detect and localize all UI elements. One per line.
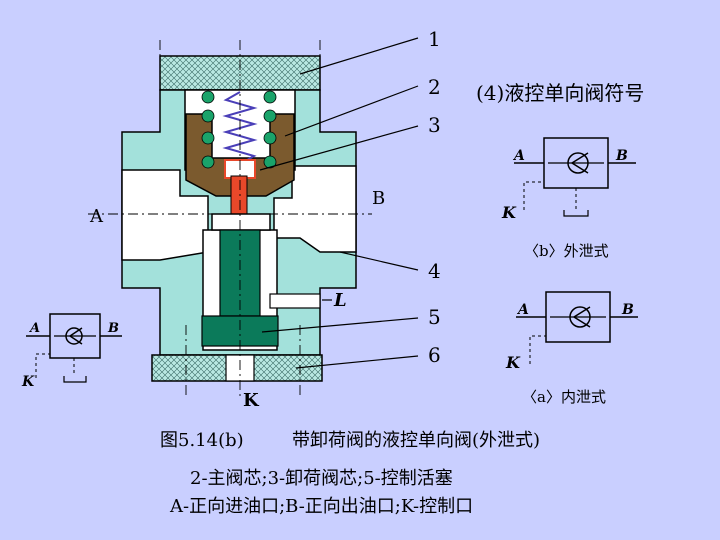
symbol-a-a: A [516,302,529,318]
piston-cap [211,213,271,231]
callout-3: 3 [428,113,441,137]
callout-5: 5 [428,305,441,329]
symbol-b-external-drain: A B K 〈b〉外泄式 [501,137,636,260]
symbol-small-k: K [21,374,35,390]
symbol-small-b: B [107,321,119,336]
symbol-a-caption: 〈a〉内泄式 [522,388,606,406]
ball-seals [201,90,277,169]
port-b-label: B [372,188,385,209]
callout-numbers: 1 2 3 4 5 6 [428,27,441,367]
figure-number: 图5.14(b) [160,430,244,451]
symbol-a-b: B [621,302,634,318]
symbol-b-k: K [501,203,517,222]
symbol-small: A B K [21,313,122,390]
callout-6: 6 [428,343,441,367]
symbol-b-a: A [512,148,525,164]
port-k-label: K [243,390,260,411]
callout-2: 2 [428,75,441,99]
leader-lines [259,37,419,369]
center-lines [88,40,372,400]
caption-parts: 2-主阀芯;3-卸荷阀芯;5-控制活塞 [190,468,453,489]
caption-ports: A-正向进油口;B-正向出油口;K-控制口 [169,496,473,517]
port-l-label: L [333,290,347,311]
symbol-small-a: A [28,321,40,336]
symbol-b-caption: 〈b〉外泄式 [524,242,609,260]
callout-4: 4 [428,259,441,283]
port-a-label: A [89,206,104,227]
callout-1: 1 [428,27,441,51]
symbol-a-k: K [505,353,521,372]
figure-title: 带卸荷阀的液控单向阀(外泄式) [292,430,540,451]
main-spool [185,113,295,197]
symbol-b-b: B [615,148,628,164]
section-title: (4)液控单向阀符号 [476,81,644,105]
symbol-a-internal-drain: A B K 〈a〉内泄式 [505,291,638,406]
